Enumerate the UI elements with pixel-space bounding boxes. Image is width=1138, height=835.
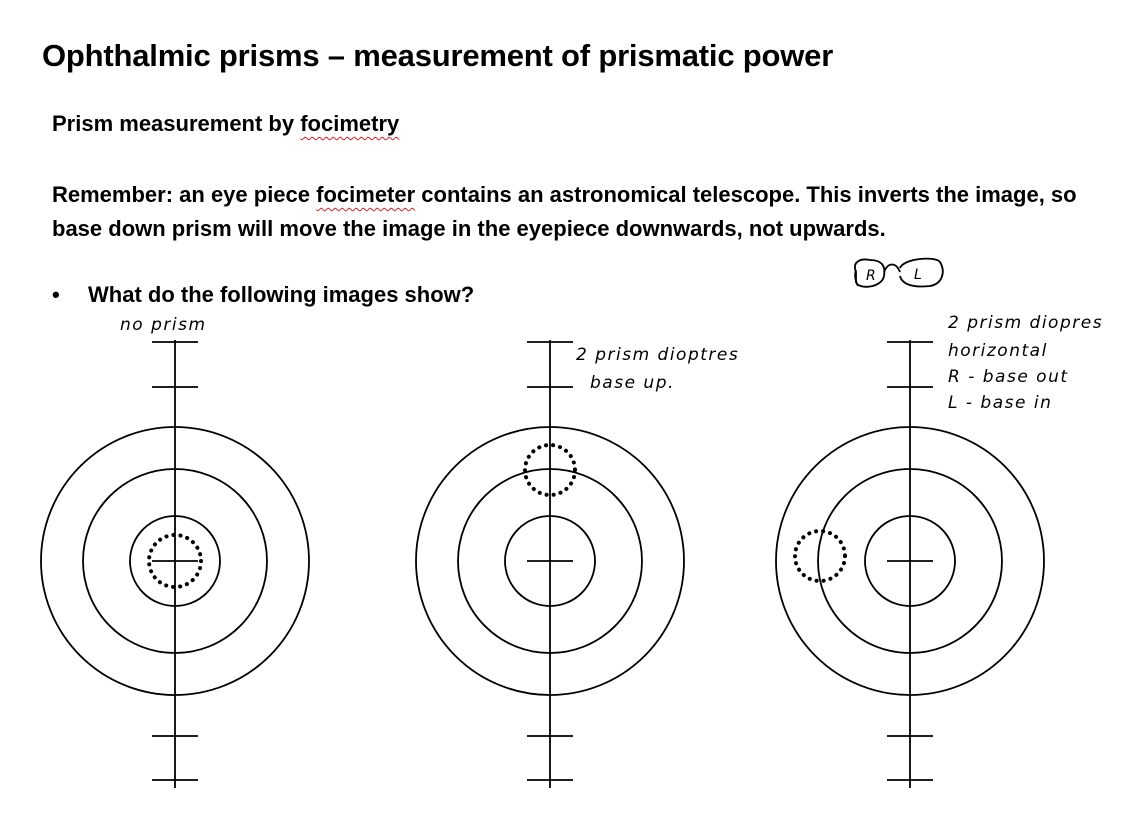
- bullet-text: What do the following images show?: [88, 282, 475, 307]
- subheading-term: focimetry: [300, 111, 400, 136]
- annotation-d3-line4: L - base in: [948, 393, 1053, 413]
- remember-part1: Remember: an eye piece: [52, 182, 317, 207]
- prism-image-dotted: [147, 533, 203, 589]
- spectacles-sketch: [854, 257, 944, 288]
- bullet-marker: •: [52, 282, 60, 307]
- bullet-item: • What do the following images show?: [52, 282, 474, 308]
- remember-part2: contains an astronomical telescope. This…: [52, 182, 1077, 241]
- remember-paragraph: Remember: an eye piece focimeter contain…: [52, 178, 1112, 246]
- annotation-no-prism: no prism: [120, 315, 207, 335]
- diagram-horizontal: [775, 340, 1045, 788]
- remember-term: focimeter: [316, 182, 416, 207]
- diagram-base-up: [415, 340, 685, 788]
- prism-image-dotted: [793, 529, 847, 583]
- annotation-d2-line1: 2 prism dioptres: [576, 345, 740, 365]
- annotation-d3-line2: horizontal: [948, 341, 1048, 361]
- slide-title: Ophthalmic prisms – measurement of prism…: [42, 38, 834, 73]
- subheading: Prism measurement by focimetry: [52, 111, 399, 137]
- spectacles-l-label: L: [914, 267, 922, 283]
- diagram-no-prism: [40, 340, 310, 788]
- annotation-d3-line3: R - base out: [948, 367, 1069, 387]
- spectacles-r-label: R: [866, 268, 876, 284]
- annotation-d2-line2: base up.: [590, 373, 675, 393]
- prism-image-dotted: [523, 443, 577, 497]
- subheading-prefix: Prism measurement by: [52, 111, 301, 136]
- annotation-d3-line1: 2 prism diopres: [948, 313, 1104, 333]
